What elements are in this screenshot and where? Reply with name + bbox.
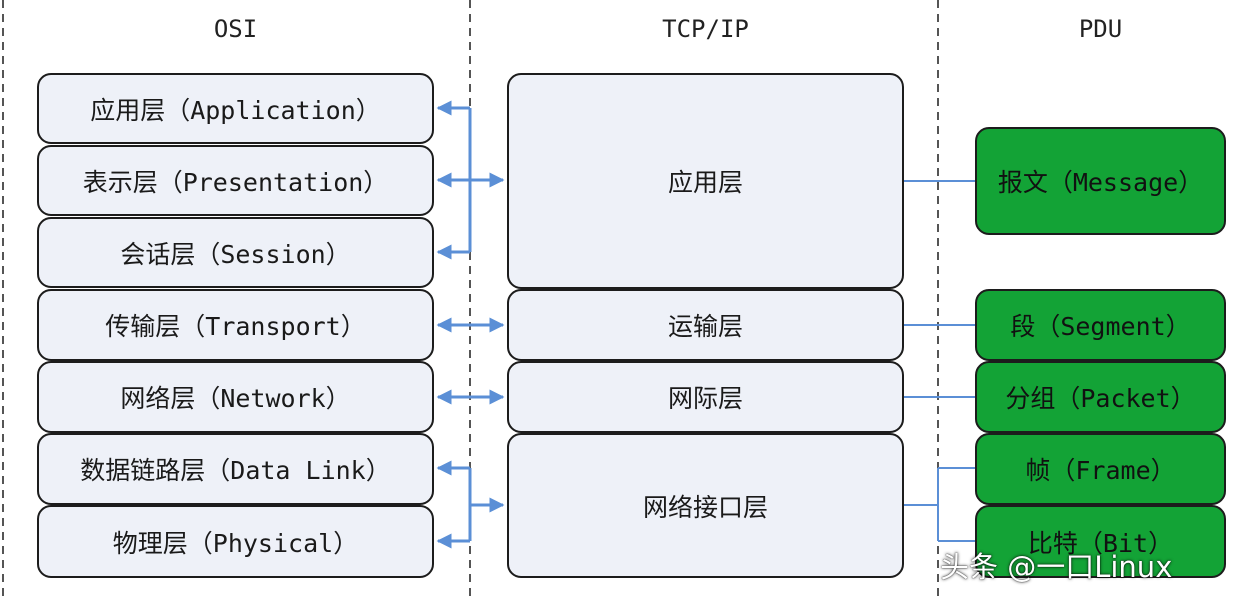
osi-presentation-layer: 表示层（Presentation）	[37, 145, 434, 216]
pdu-packet: 分组（Packet）	[975, 361, 1226, 433]
osi-session-layer: 会话层（Session）	[37, 217, 434, 288]
pdu-frame: 帧（Frame）	[975, 433, 1226, 505]
pdu-message: 报文（Message）	[975, 127, 1226, 235]
tcpip-network-interface-layer: 网络接口层	[507, 433, 904, 578]
osi-physical-layer: 物理层（Physical）	[37, 505, 434, 578]
dashed-dividers	[2, 0, 939, 600]
column-title-osi: OSI	[213, 15, 258, 43]
osi-transport-layer: 传输层（Transport）	[37, 289, 434, 361]
tcpip-internet-layer: 网际层	[507, 361, 904, 433]
watermark-text: 头条 @一口Linux	[940, 550, 1173, 584]
osi-network-layer: 网络层（Network）	[37, 361, 434, 433]
pdu-bit: 比特（Bit）	[975, 505, 1226, 578]
osi-tcpip-arrows	[436, 100, 505, 549]
osi-application-layer: 应用层（Application）	[37, 73, 434, 144]
tcpip-application-layer: 应用层	[507, 73, 904, 289]
pdu-segment: 段（Segment）	[975, 289, 1226, 361]
tcpip-transport-layer: 运输层	[507, 289, 904, 361]
column-title-tcpip: TCP/IP	[662, 15, 749, 43]
osi-datalink-layer: 数据链路层（Data Link）	[37, 433, 434, 505]
tcpip-pdu-lines	[904, 180, 975, 542]
column-title-pdu: PDU	[1078, 15, 1123, 43]
